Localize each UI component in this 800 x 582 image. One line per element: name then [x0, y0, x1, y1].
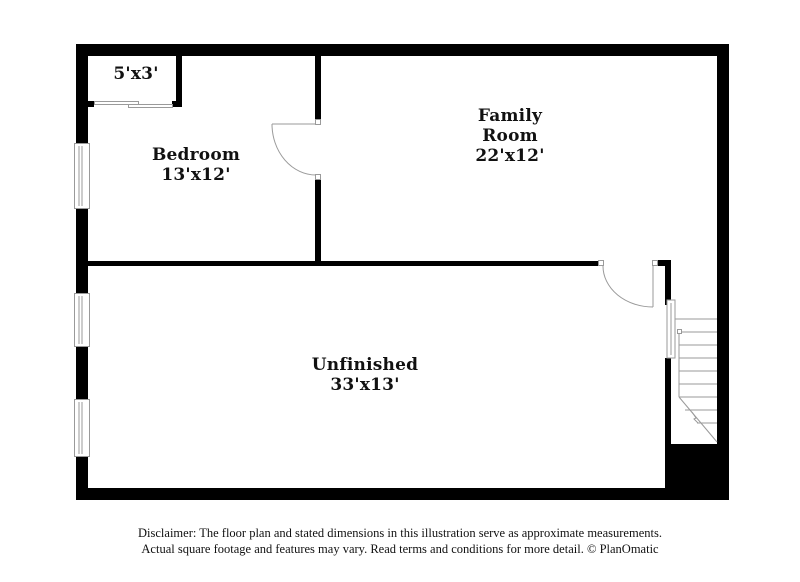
stair-opening — [666, 299, 676, 359]
unfinished-name: Unfinished — [311, 355, 419, 375]
disclaimer-line-1: Disclaimer: The floor plan and stated di… — [138, 526, 662, 540]
stairs — [675, 318, 718, 443]
stair-base-block — [668, 444, 717, 488]
window-bedroom-left — [74, 143, 90, 209]
room-label-closet: 5'x3' — [96, 64, 176, 84]
disclaimer: Disclaimer: The floor plan and stated di… — [0, 525, 800, 557]
family-room-dimensions: 22'x12' — [475, 146, 545, 166]
disclaimer-line-2: Actual square footage and features may v… — [141, 542, 659, 556]
bedroom-east-wall — [315, 56, 321, 264]
room-label-unfinished: Unfinished 33'x13' — [290, 355, 440, 395]
mid-wall — [88, 260, 671, 488]
floor-plan — [74, 44, 729, 500]
outer-walls — [76, 44, 729, 500]
bedroom-door — [271, 119, 321, 180]
closet-dimensions: 5'x3' — [113, 64, 159, 84]
closet-walls — [88, 56, 182, 107]
family-room-name-line2: Room — [482, 126, 538, 146]
room-label-family-room: Family Room 22'x12' — [440, 106, 580, 166]
window-unfinished-left-lower — [74, 399, 90, 457]
room-label-bedroom: Bedroom 13'x12' — [126, 145, 266, 185]
family-room-door — [598, 260, 658, 308]
window-unfinished-left-upper — [74, 293, 90, 347]
closet-sliding-doors — [94, 101, 173, 108]
bedroom-name: Bedroom — [151, 145, 241, 165]
unfinished-dimensions: 33'x13' — [330, 375, 400, 395]
family-room-name-line1: Family — [477, 106, 543, 126]
bedroom-dimensions: 13'x12' — [161, 165, 231, 185]
